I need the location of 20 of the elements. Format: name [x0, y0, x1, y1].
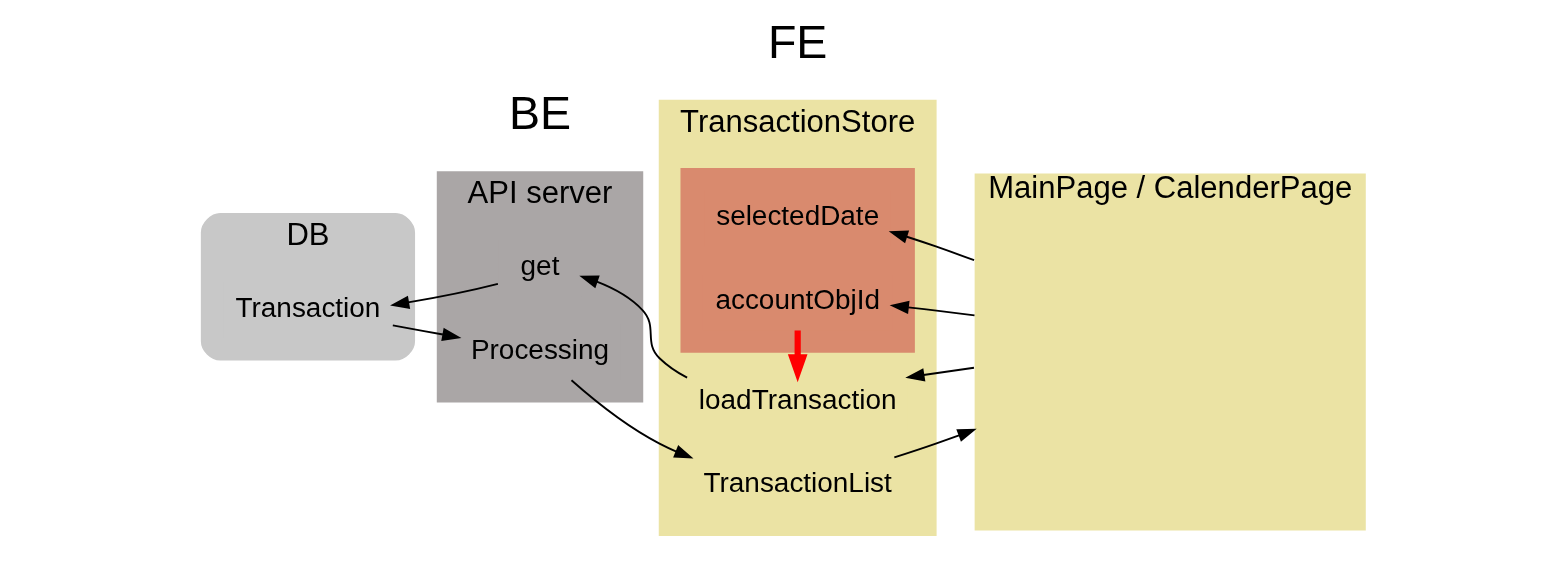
node-text: get: [520, 250, 559, 282]
arrow: [570, 379, 693, 459]
label: FE: [767, 15, 827, 68]
label: BE: [508, 87, 571, 140]
arrow: [391, 324, 461, 342]
node-text: TransactionList: [703, 467, 892, 499]
arrow: [787, 330, 807, 383]
arrow: [892, 428, 977, 459]
arrow: [889, 300, 975, 317]
arrow: [904, 366, 975, 382]
node-text: Transaction: [235, 291, 380, 323]
node-box: MainPage / CalenderPage: [974, 173, 1366, 531]
node-text: Processing: [470, 333, 609, 365]
node-text: selectedDate: [715, 200, 879, 232]
node-text: loadTransaction: [698, 383, 896, 415]
arrow: [888, 230, 975, 262]
arrow: [389, 282, 499, 309]
node-text: accountObjId: [714, 284, 880, 316]
cluster: [680, 168, 915, 353]
arrow: [578, 275, 688, 379]
